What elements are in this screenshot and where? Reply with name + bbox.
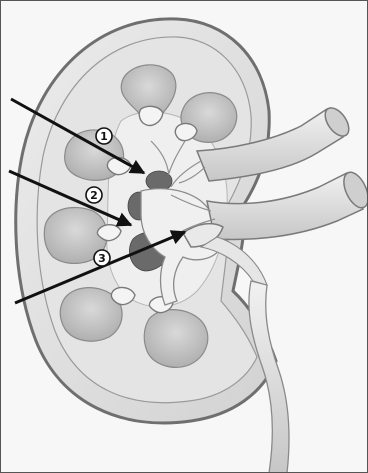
marker-3: 3 — [94, 250, 110, 266]
marker-1-label: 1 — [100, 130, 108, 143]
pyramid-bottom — [144, 310, 208, 368]
marker-2: 2 — [86, 187, 102, 203]
channel-upper — [146, 171, 172, 191]
marker-2-label: 2 — [90, 189, 98, 202]
marker-1: 1 — [96, 128, 112, 144]
marker-3-label: 3 — [98, 252, 106, 265]
